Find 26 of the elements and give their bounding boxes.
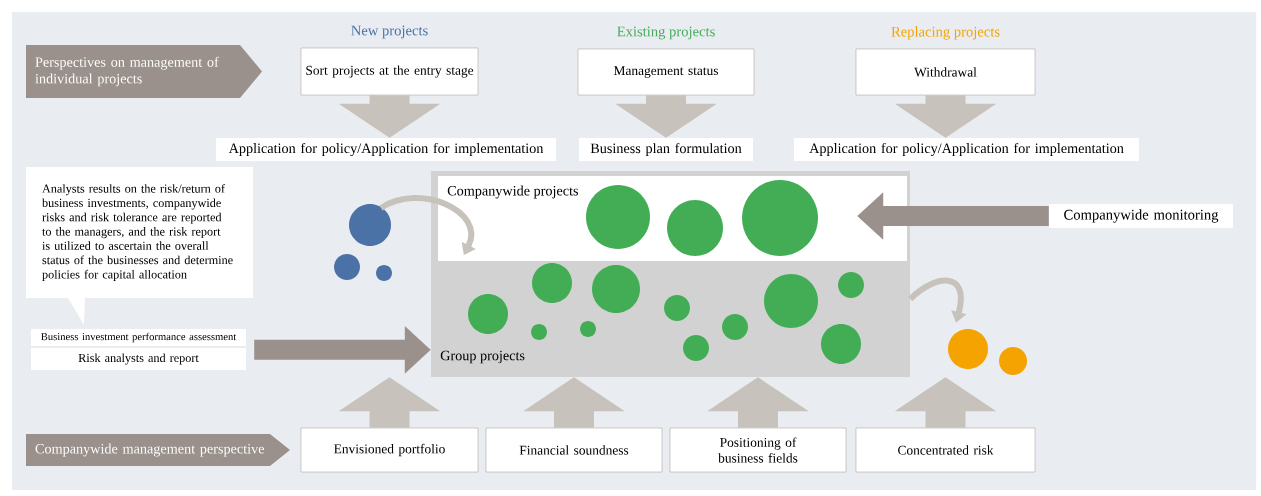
process-box: Financial soundness: [485, 427, 663, 473]
process-box: Positioning of business fields: [669, 427, 847, 473]
text-band: Application for policy/Application for implementation: [216, 138, 556, 161]
circle: [334, 254, 360, 280]
text-band: Risk analysts and report: [31, 348, 246, 370]
text-band: Application for policy/Application for implementation: [794, 138, 1139, 161]
chevron-banner: Perspectives on management of individual projects: [26, 45, 262, 98]
node-label: Business investment performance assessment: [41, 332, 237, 343]
callout-box: Analysts results on the risk/return of business investments, companywide risks and risk tolerance are reported to the managers, and the risk report is utilized to ascertain the overall status of the businesses and determine policies for capital allocation: [26, 167, 253, 325]
process-box: Sort projects at the entry stage: [300, 47, 479, 96]
process-box: Envisioned portfolio: [300, 427, 479, 473]
chevron-banner: Companywide management perspective: [26, 434, 290, 466]
node-label: Risk analysts and report: [78, 353, 199, 365]
column-heading: Existing projects: [617, 26, 715, 40]
text-band: Business plan formulation: [579, 138, 753, 161]
circle: [376, 265, 392, 281]
circle: [999, 347, 1027, 375]
column-heading: New projects: [351, 25, 428, 39]
text-band: Business investment performance assessment: [31, 329, 246, 346]
process-box: Withdrawal: [855, 48, 1036, 96]
circle: [948, 329, 988, 369]
process-box: Concentrated risk: [855, 427, 1036, 473]
circle: [349, 204, 391, 246]
process-box: Management status: [577, 48, 755, 96]
text-band: Companywide monitoring: [1049, 204, 1233, 228]
column-heading: Replacing projects: [891, 26, 1000, 40]
